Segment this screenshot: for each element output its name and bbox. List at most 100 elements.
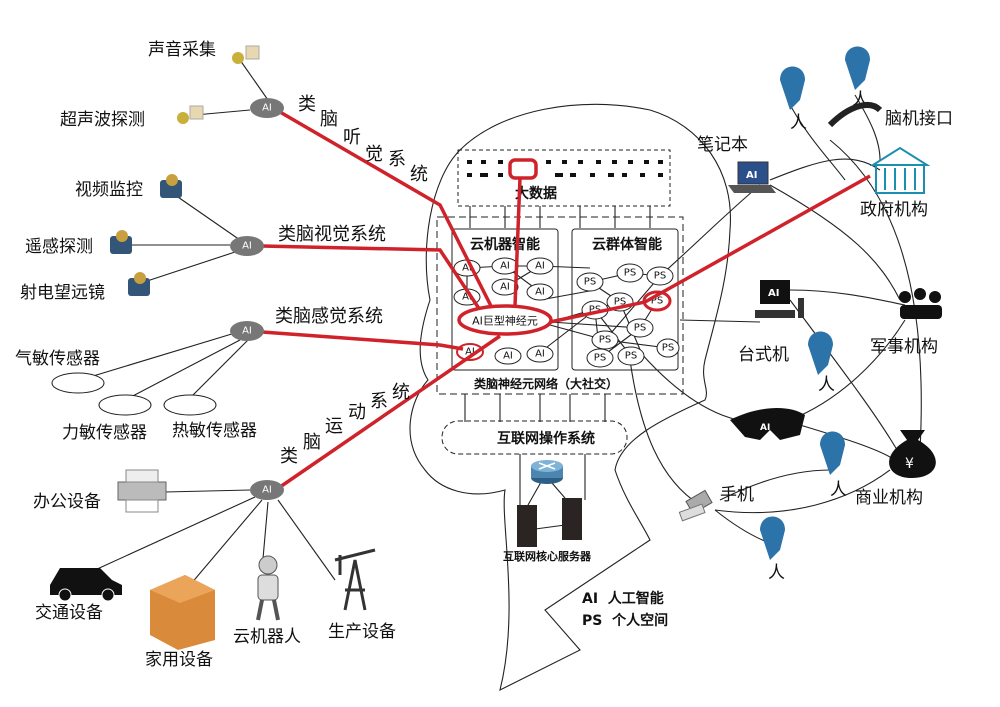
desktop-icon: AI [755,280,804,318]
svg-text:¥: ¥ [905,456,914,472]
ps-node: PS [646,266,674,286]
svg-text:AI: AI [768,288,779,299]
os-label: 互联网操作系统 [497,430,595,447]
svg-text:PS: PS [651,296,663,307]
person-label: 人 [790,113,807,133]
cloud-swarm-title: 云群体智能 [592,236,662,253]
svg-text:听: 听 [343,127,361,148]
laptop-icon: AI [728,161,776,193]
svg-text:AI: AI [462,292,472,303]
svg-text:脑: 脑 [320,109,338,130]
robot-icon [256,555,280,621]
ai-node: AI [456,343,484,361]
neural-network-box [436,216,684,395]
svg-text:系: 系 [388,149,406,170]
svg-text:PS: PS [614,297,626,308]
hearing-system-label: 类脑听觉系统 [298,94,428,185]
legend-ai: AI 人工智能 [582,590,664,607]
giant-neuron [457,304,553,336]
svg-text:AI: AI [500,282,510,293]
ps-node: PS [616,263,644,283]
svg-text:AI: AI [262,485,272,496]
svg-text:PS: PS [584,277,596,288]
big-data-label: 大数据 [515,185,557,202]
os-box [441,420,628,455]
ultrasonic-sensor-icon [177,105,204,124]
red-links [261,110,871,489]
svg-text:统: 统 [410,164,428,185]
vr-glasses-icon: AI [730,408,805,440]
person-icon [820,431,845,475]
svg-text:运: 运 [325,416,343,437]
svg-text:PS: PS [654,271,666,282]
heat-sensor-icon [163,394,217,416]
svg-text:PS: PS [599,335,611,346]
ai-hub-motion: AI [250,480,284,500]
vision-system-label: 类脑视觉系统 [278,224,386,245]
svg-text:AI: AI [746,170,757,181]
person-icon [780,66,805,110]
cloud-machine-box [451,228,559,371]
svg-text:PS: PS [634,323,646,334]
ps-node: PS [586,348,614,368]
force-sensor-icon [98,394,152,416]
ai-node: AI [526,345,554,363]
ps-node-highlighted: PS [642,290,672,312]
network-label: 类脑神经元网络（大社交） [474,376,618,391]
business-label: 商业机构 [855,488,923,508]
mobile-phone-icon [678,489,713,522]
server-icon [517,505,537,547]
person-label: 人 [818,375,835,395]
ai-nodes: AI AI AI AI AI AI AI AI AI [453,257,554,365]
person-icon [845,46,870,90]
oil-pump-icon [334,548,376,611]
svg-text:AI: AI [535,287,545,298]
label-radio-telescope: 射电望远镜 [20,283,105,303]
label-sound: 声音采集 [148,40,216,60]
person-label: 人 [830,480,847,500]
ps-node: PS [591,330,619,350]
government-building-icon [869,146,931,194]
sensing-system-label: 类脑感觉系统 [275,306,383,327]
svg-text:类: 类 [280,446,298,467]
military-label: 军事机构 [870,337,938,357]
svg-text:PS: PS [594,353,606,364]
svg-text:统: 统 [392,382,410,403]
ps-node: PS [656,338,680,358]
microphone-sensor-icon [232,45,260,64]
ai-node: AI [526,283,554,301]
label-gas-sensor: 气敏传感器 [15,349,100,369]
svg-text:脑: 脑 [303,432,321,453]
big-data-highlight [508,158,538,180]
svg-text:系: 系 [370,391,388,412]
label-remote-sensing: 遥感探测 [25,237,93,257]
bci-headband-icon [827,102,883,128]
svg-text:AI: AI [535,261,545,272]
svg-text:AI: AI [503,351,513,362]
label-traffic: 交通设备 [35,603,103,623]
label-production: 生产设备 [328,622,396,642]
big-data-box [457,149,671,207]
person-label: 人 [768,563,785,583]
label-office: 办公设备 [33,492,101,512]
svg-text:觉: 觉 [365,144,383,165]
svg-text:类: 类 [298,94,316,115]
giant-neuron-label: AI巨型神经元 [472,314,538,328]
label-force-sensor: 力敏传感器 [62,423,147,443]
label-heat-sensor: 热敏传感器 [172,421,257,441]
camera-icon [160,174,182,198]
svg-text:AI: AI [242,241,252,252]
svg-text:PS: PS [589,305,601,316]
svg-text:PS: PS [625,351,637,362]
cloud-swarm-box [571,228,679,371]
svg-text:AI: AI [500,261,510,272]
head-outline [409,103,732,692]
router-icon [531,460,563,484]
money-bag-icon: ¥ [889,430,936,478]
server-icon [562,498,582,540]
military-icon [899,288,942,319]
ai-node: AI [491,278,519,296]
svg-text:AI: AI [242,326,252,337]
cloud-machine-title: 云机器智能 [470,236,540,253]
laptop-label: 笔记本 [697,135,748,155]
